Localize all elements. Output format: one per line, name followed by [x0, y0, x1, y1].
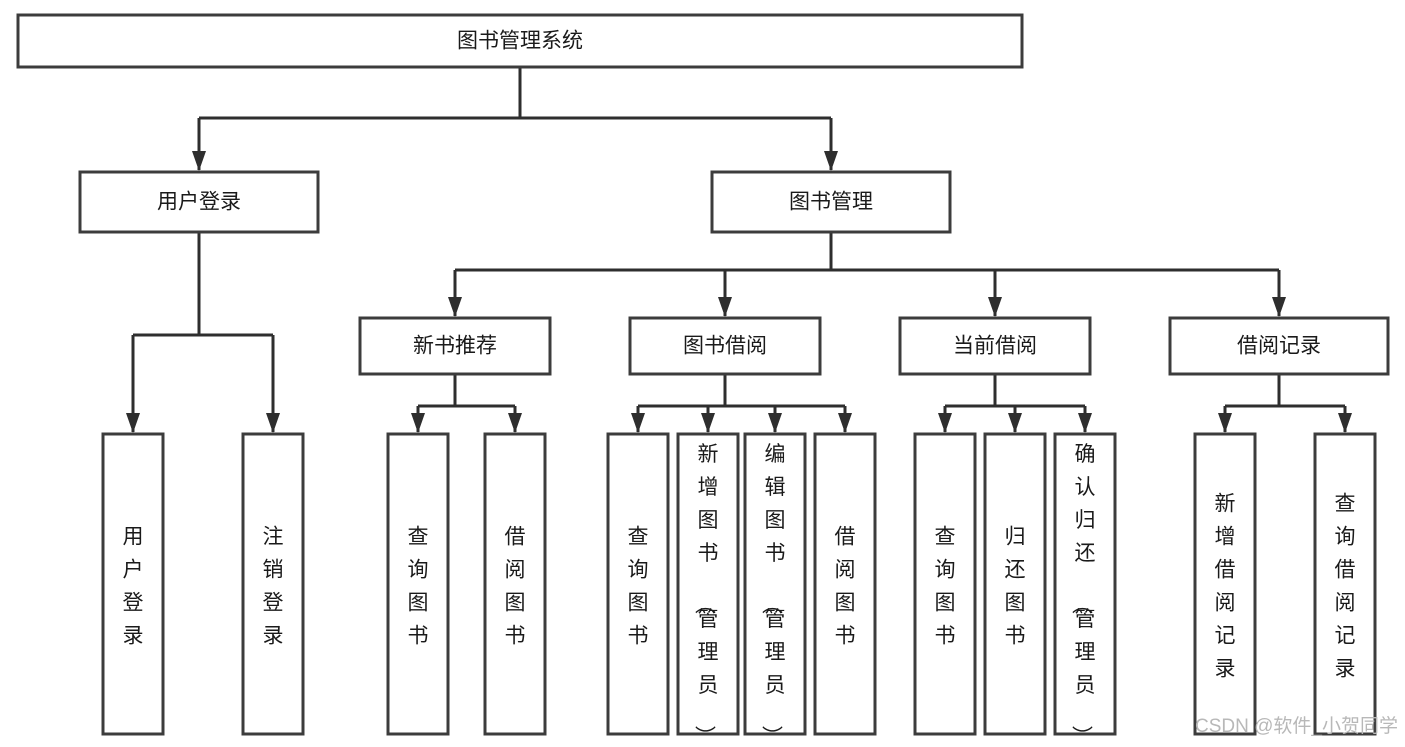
- node-box: [628, 316, 822, 376]
- node-l2-新书推荐-0[interactable]: 新书推荐: [358, 316, 552, 376]
- node-box: [1168, 316, 1390, 376]
- node-leaf-查询图书-4[interactable]: 查询图书: [606, 432, 670, 736]
- arrow-head-icon: [701, 413, 715, 433]
- node-box: [483, 432, 547, 736]
- node-label: 新书推荐: [413, 335, 497, 358]
- node-leaf-查询图书-8[interactable]: 查询图书: [913, 432, 977, 736]
- node-box: [676, 432, 740, 736]
- arrow-head-icon: [1078, 413, 1092, 433]
- node-label: 用户登录: [157, 191, 241, 214]
- node-box: [743, 432, 807, 736]
- node-box: [101, 432, 165, 736]
- node-leaf-借阅图书-3[interactable]: 借阅图书: [483, 432, 547, 736]
- arrow-head-icon: [718, 297, 732, 317]
- arrow-head-icon: [126, 413, 140, 433]
- node-label: 图书管理系统: [457, 30, 583, 53]
- node-box: [1053, 432, 1117, 736]
- node-label: 借阅图书: [505, 526, 526, 648]
- node-l2-借阅记录-3[interactable]: 借阅记录: [1168, 316, 1390, 376]
- arrow-head-icon: [988, 297, 1002, 317]
- arrow-head-icon: [938, 413, 952, 433]
- node-leaf-归还图书-9[interactable]: 归还图书: [983, 432, 1047, 736]
- arrow-head-icon: [411, 413, 425, 433]
- node-l2-图书借阅-1[interactable]: 图书借阅: [628, 316, 822, 376]
- node-leaf-用户登录-0[interactable]: 用户登录: [101, 432, 165, 736]
- node-leaf-编辑图书管理员-6[interactable]: 编辑图书（管理员）: [743, 432, 807, 746]
- node-leaf-确认归还管理员-10[interactable]: 确认归还（管理员）: [1053, 432, 1117, 746]
- arrow-head-icon: [768, 413, 782, 433]
- node-box: [1193, 432, 1257, 736]
- node-label: 当前借阅: [953, 335, 1037, 358]
- arrow-head-icon: [1272, 297, 1286, 317]
- node-label: 编辑图书（管理员）: [760, 443, 786, 746]
- node-leaf-借阅图书-7[interactable]: 借阅图书: [813, 432, 877, 736]
- node-l1-用户登录-0[interactable]: 用户登录: [78, 170, 320, 234]
- node-root-图书管理系统-0[interactable]: 图书管理系统: [16, 13, 1024, 69]
- connector-group-新书推荐: [411, 374, 522, 433]
- node-leaf-注销登录-1[interactable]: 注销登录: [241, 432, 305, 736]
- arrow-head-icon: [448, 297, 462, 317]
- arrow-head-icon: [508, 413, 522, 433]
- node-label: 新增图书（管理员）: [693, 443, 719, 746]
- node-label: 查询图书: [628, 526, 649, 648]
- node-label: 用户登录: [123, 526, 144, 648]
- node-box: [358, 316, 552, 376]
- node-box: [813, 432, 877, 736]
- connector-layer: [126, 67, 1352, 433]
- node-leaf-新增借阅记录-11[interactable]: 新增借阅记录: [1193, 432, 1257, 736]
- connector-group-图书借阅: [631, 374, 852, 433]
- node-l1-图书管理-1[interactable]: 图书管理: [710, 170, 952, 234]
- node-layer: 图书管理系统用户登录图书管理新书推荐图书借阅当前借阅借阅记录用户登录注销登录查询…: [16, 13, 1390, 746]
- node-box: [710, 170, 952, 234]
- arrow-head-icon: [1218, 413, 1232, 433]
- node-box: [78, 170, 320, 234]
- node-l2-当前借阅-2[interactable]: 当前借阅: [898, 316, 1092, 376]
- csdn-watermark: CSDN @软件_小贺同学: [1195, 715, 1398, 737]
- node-label: 归还图书: [1005, 526, 1026, 648]
- node-box: [241, 432, 305, 736]
- arrow-head-icon: [838, 413, 852, 433]
- node-label: 新增借阅记录: [1215, 493, 1236, 681]
- node-box: [606, 432, 670, 736]
- connector-group-当前借阅: [938, 374, 1092, 433]
- node-label: 查询图书: [935, 526, 956, 648]
- arrow-head-icon: [266, 413, 280, 433]
- node-box: [983, 432, 1047, 736]
- arrow-head-icon: [631, 413, 645, 433]
- connector-group-借阅记录: [1218, 374, 1352, 433]
- arrow-head-icon: [824, 151, 838, 171]
- node-box: [1313, 432, 1377, 736]
- node-label: 借阅图书: [835, 526, 856, 648]
- node-box: [898, 316, 1092, 376]
- connector-group-root: [192, 67, 838, 171]
- node-box: [386, 432, 450, 736]
- node-label: 查询借阅记录: [1335, 493, 1356, 681]
- node-leaf-新增图书管理员-5[interactable]: 新增图书（管理员）: [676, 432, 740, 746]
- node-label: 图书借阅: [683, 335, 767, 358]
- connector-group-book-management: [448, 232, 1286, 317]
- node-label: 确认归还（管理员）: [1070, 443, 1096, 746]
- node-label: 查询图书: [408, 526, 429, 648]
- node-label: 借阅记录: [1237, 335, 1321, 358]
- node-label: 图书管理: [789, 191, 873, 214]
- node-label: 注销登录: [263, 526, 284, 648]
- node-box: [16, 13, 1024, 69]
- node-leaf-查询图书-2[interactable]: 查询图书: [386, 432, 450, 736]
- node-leaf-查询借阅记录-12[interactable]: 查询借阅记录: [1313, 432, 1377, 736]
- arrow-head-icon: [1338, 413, 1352, 433]
- arrow-head-icon: [192, 151, 206, 171]
- arrow-head-icon: [1008, 413, 1022, 433]
- connector-group-user-login: [126, 232, 280, 433]
- node-box: [913, 432, 977, 736]
